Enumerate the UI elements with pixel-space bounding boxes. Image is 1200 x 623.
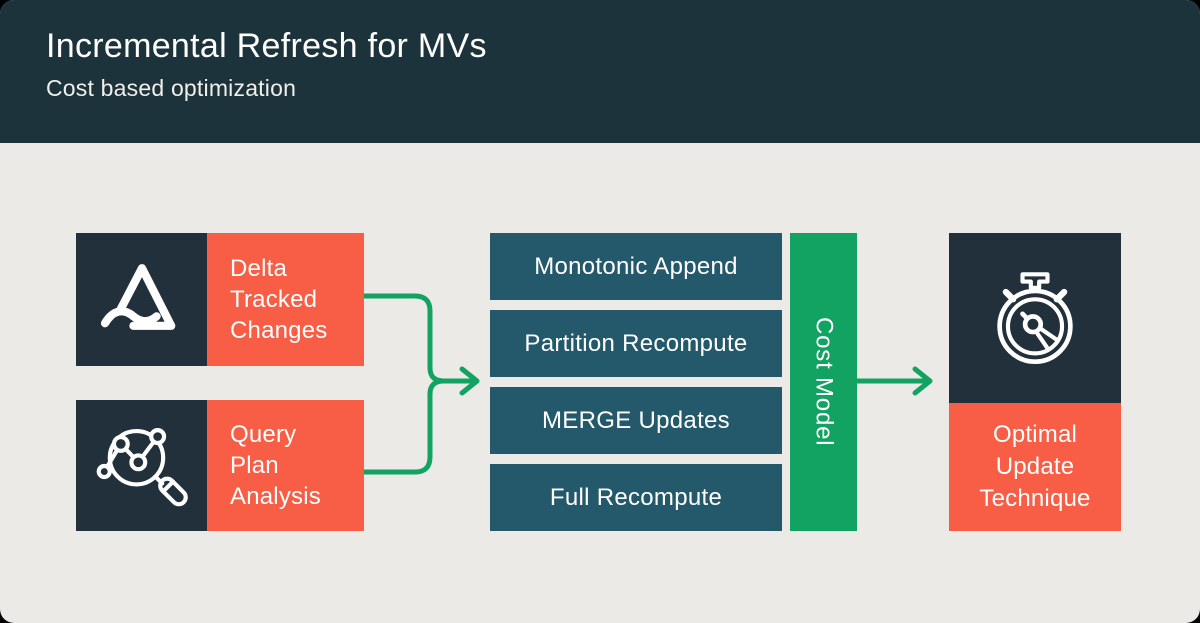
result-label: Optimal Update Technique (949, 403, 1121, 531)
delta-icon (100, 263, 175, 330)
technique-box-partition-recompute: Partition Recompute (490, 310, 782, 377)
arrowhead-to-result-icon (912, 366, 933, 396)
page-subtitle: Cost based optimization (46, 75, 297, 101)
technique-box-merge-updates: MERGE Updates (490, 387, 782, 454)
source-box-delta-tracked-changes: Delta Tracked Changes (76, 233, 364, 366)
query-plan-icon (96, 427, 188, 506)
technique-box-full-recompute: Full Recompute (490, 464, 782, 531)
source-label: Query Plan Analysis (207, 400, 364, 531)
technique-label: Partition Recompute (524, 329, 748, 357)
source-label: Delta Tracked Changes (207, 233, 364, 366)
cost-model-label: Cost Model (810, 317, 838, 447)
connector-top-branch (361, 293, 475, 384)
query-plan-icon-cell (76, 400, 207, 531)
source-box-query-plan-analysis: Query Plan Analysis (76, 400, 364, 531)
arrowhead-to-techniques-icon (459, 366, 480, 396)
result-box-optimal-update-technique: Optimal Update Technique (949, 233, 1121, 531)
technique-label: Full Recompute (549, 483, 723, 511)
technique-box-monotonic-append: Monotonic Append (490, 233, 782, 300)
technique-label: Monotonic Append (534, 252, 738, 280)
stopwatch-icon-cell (949, 233, 1121, 403)
cost-model-bar: Cost Model (790, 233, 857, 531)
slide-header: Incremental Refresh for MVs Cost based o… (0, 0, 1200, 143)
delta-icon-cell (76, 233, 207, 366)
page-title: Incremental Refresh for MVs (46, 27, 487, 65)
technique-label: MERGE Updates (542, 406, 730, 434)
connector-bottom-branch (361, 378, 475, 475)
stopwatch-icon (997, 272, 1073, 365)
